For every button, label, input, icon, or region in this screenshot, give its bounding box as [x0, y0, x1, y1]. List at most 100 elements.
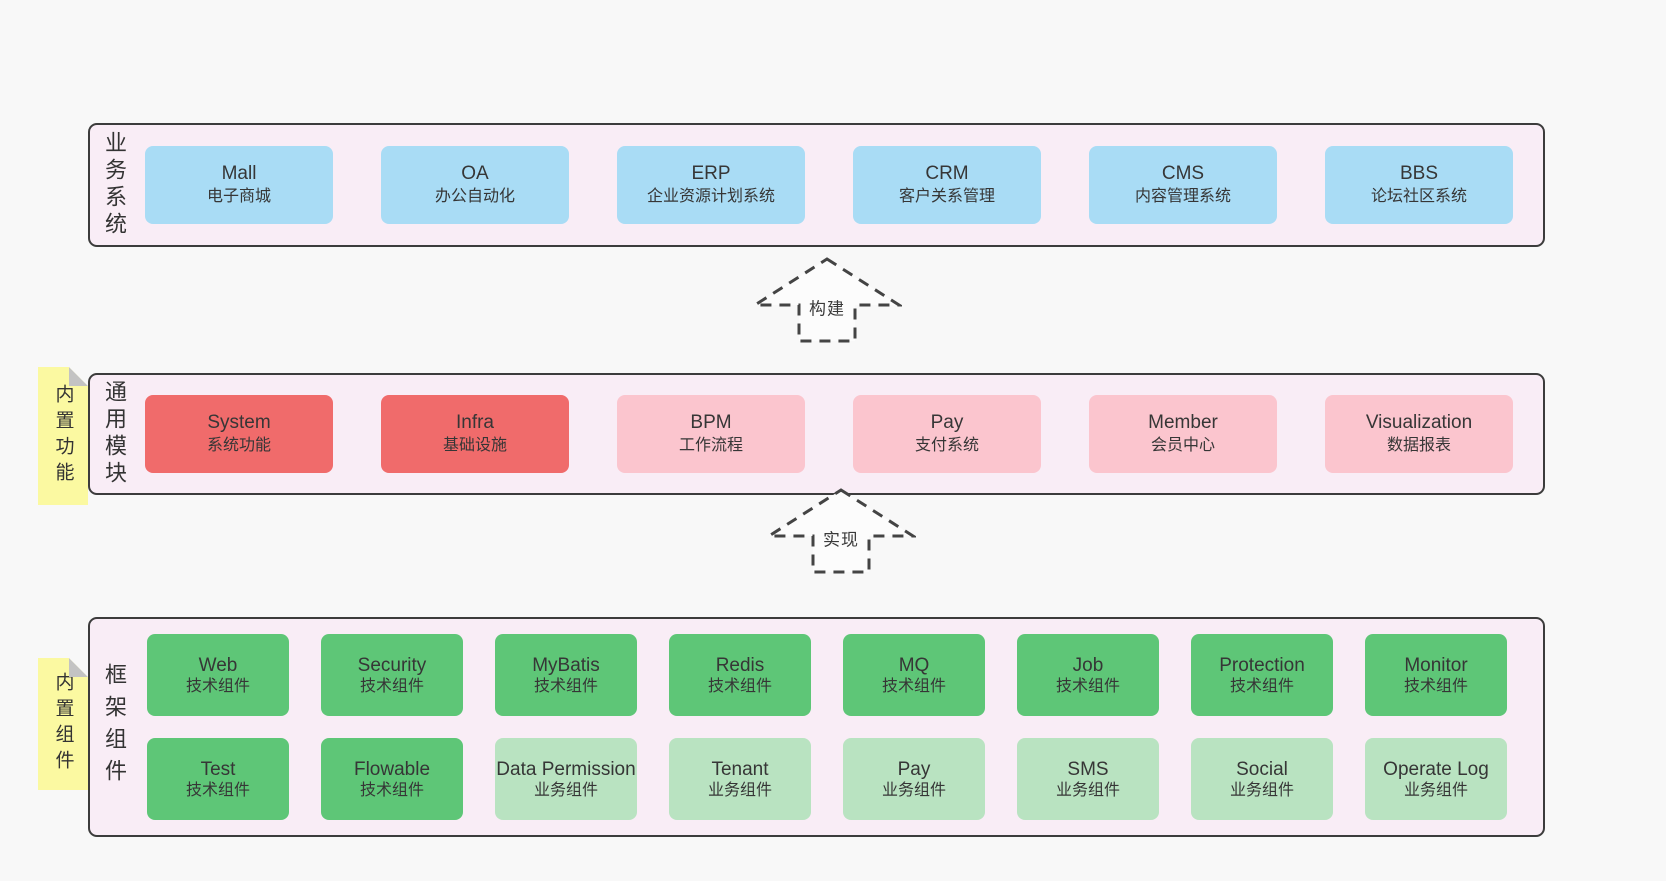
box-pay-component: Pay 业务组件	[843, 738, 985, 820]
section-framework-components: 框架组件 Web 技术组件 Security 技术组件 MyBatis 技术组件…	[88, 617, 1545, 837]
box-tenant: Tenant 业务组件	[669, 738, 811, 820]
box-name: BBS	[1399, 163, 1439, 185]
box-subtitle: 业务组件	[533, 781, 598, 799]
section-label-modules: 通用模块	[97, 375, 131, 493]
box-web: Web 技术组件	[147, 634, 289, 716]
box-subtitle: 企业资源计划系统	[646, 187, 775, 205]
box-bbs: BBS 论坛社区系统	[1325, 146, 1513, 224]
box-name: Data Permission	[496, 758, 636, 780]
box-subtitle: 支付系统	[914, 436, 979, 454]
framework-row-2: Test 技术组件 Flowable 技术组件 Data Permission …	[147, 738, 1507, 820]
framework-box-rows: Web 技术组件 Security 技术组件 MyBatis 技术组件 Redi…	[147, 619, 1507, 835]
box-name: Security	[357, 654, 427, 676]
box-name: Infra	[455, 412, 495, 434]
box-crm: CRM 客户关系管理	[853, 146, 1041, 224]
section-label-text: 通用模块	[102, 380, 127, 488]
box-name: Visualization	[1365, 412, 1473, 434]
box-subtitle: 论坛社区系统	[1370, 187, 1467, 205]
box-subtitle: 基础设施	[442, 436, 507, 454]
box-name: Flowable	[353, 758, 431, 780]
box-subtitle: 业务组件	[1055, 781, 1120, 799]
framework-row-1: Web 技术组件 Security 技术组件 MyBatis 技术组件 Redi…	[147, 634, 1507, 716]
box-name: Pay	[897, 758, 931, 780]
box-subtitle: 电子商城	[206, 187, 271, 205]
box-protection: Protection 技术组件	[1191, 634, 1333, 716]
box-name: BPM	[690, 412, 732, 434]
arrow-implement: 实现	[766, 488, 916, 574]
box-subtitle: 业务组件	[1403, 781, 1468, 799]
box-monitor: Monitor 技术组件	[1365, 634, 1507, 716]
box-name: System	[207, 412, 271, 434]
box-name: Operate Log	[1383, 758, 1489, 780]
box-name: Social	[1236, 758, 1288, 780]
box-subtitle: 会员中心	[1150, 436, 1215, 454]
box-subtitle: 办公自动化	[434, 187, 515, 205]
box-security: Security 技术组件	[321, 634, 463, 716]
section-common-modules: 通用模块 System 系统功能 Infra 基础设施 BPM 工作流程 Pay…	[88, 373, 1545, 495]
sticky-note-text: 内置功能	[52, 384, 74, 488]
box-system: System 系统功能	[145, 395, 333, 473]
box-subtitle: 工作流程	[678, 436, 743, 454]
box-data-permission: Data Permission 业务组件	[495, 738, 637, 820]
box-member: Member 会员中心	[1089, 395, 1277, 473]
box-name: Job	[1072, 654, 1104, 676]
box-name: Member	[1148, 412, 1218, 434]
box-subtitle: 内容管理系统	[1134, 187, 1231, 205]
box-name: ERP	[691, 163, 731, 185]
box-subtitle: 技术组件	[359, 781, 424, 799]
box-subtitle: 技术组件	[1229, 677, 1294, 695]
section-label-text: 框架组件	[102, 663, 127, 791]
box-name: CMS	[1161, 163, 1205, 185]
box-test: Test 技术组件	[147, 738, 289, 820]
box-subtitle: 业务组件	[1229, 781, 1294, 799]
box-subtitle: 客户关系管理	[898, 187, 995, 205]
box-mall: Mall 电子商城	[145, 146, 333, 224]
box-name: Protection	[1219, 654, 1305, 676]
box-visualization: Visualization 数据报表	[1325, 395, 1513, 473]
section-label-text: 业务系统	[102, 131, 127, 239]
box-subtitle: 业务组件	[707, 781, 772, 799]
sticky-note-built-in-components: 内置组件	[38, 658, 88, 790]
box-name: Pay	[930, 412, 964, 434]
section-label-framework: 框架组件	[97, 619, 131, 835]
section-label-business: 业务系统	[97, 125, 131, 245]
section-business-systems: 业务系统 Mall 电子商城 OA 办公自动化 ERP 企业资源计划系统 CRM…	[88, 123, 1545, 247]
box-name: Tenant	[711, 758, 769, 780]
box-name: Test	[200, 758, 236, 780]
box-subtitle: 技术组件	[359, 677, 424, 695]
box-name: SMS	[1067, 758, 1109, 780]
box-infra: Infra 基础设施	[381, 395, 569, 473]
box-subtitle: 技术组件	[185, 677, 250, 695]
box-erp: ERP 企业资源计划系统	[617, 146, 805, 224]
box-subtitle: 技术组件	[1403, 677, 1468, 695]
box-flowable: Flowable 技术组件	[321, 738, 463, 820]
box-name: OA	[461, 163, 489, 185]
box-name: CRM	[925, 163, 969, 185]
box-name: Monitor	[1404, 654, 1468, 676]
modules-box-row: System 系统功能 Infra 基础设施 BPM 工作流程 Pay 支付系统…	[145, 375, 1513, 493]
sticky-note-built-in-features: 内置功能	[38, 367, 88, 505]
box-subtitle: 业务组件	[881, 781, 946, 799]
box-name: Web	[198, 654, 238, 676]
sticky-note-text: 内置组件	[52, 672, 74, 776]
box-name: MyBatis	[532, 654, 600, 676]
box-subtitle: 系统功能	[206, 436, 271, 454]
box-operate-log: Operate Log 业务组件	[1365, 738, 1507, 820]
box-mybatis: MyBatis 技术组件	[495, 634, 637, 716]
box-name: Mall	[221, 163, 257, 185]
box-job: Job 技术组件	[1017, 634, 1159, 716]
sticky-fold-cut	[69, 658, 88, 677]
arrow-build: 构建	[752, 257, 902, 343]
box-oa: OA 办公自动化	[381, 146, 569, 224]
arrow-build-label: 构建	[806, 292, 848, 322]
arrow-implement-label: 实现	[820, 523, 862, 553]
business-box-row: Mall 电子商城 OA 办公自动化 ERP 企业资源计划系统 CRM 客户关系…	[145, 125, 1513, 245]
box-redis: Redis 技术组件	[669, 634, 811, 716]
box-subtitle: 技术组件	[707, 677, 772, 695]
box-social: Social 业务组件	[1191, 738, 1333, 820]
box-subtitle: 技术组件	[185, 781, 250, 799]
box-cms: CMS 内容管理系统	[1089, 146, 1277, 224]
box-sms: SMS 业务组件	[1017, 738, 1159, 820]
box-bpm: BPM 工作流程	[617, 395, 805, 473]
